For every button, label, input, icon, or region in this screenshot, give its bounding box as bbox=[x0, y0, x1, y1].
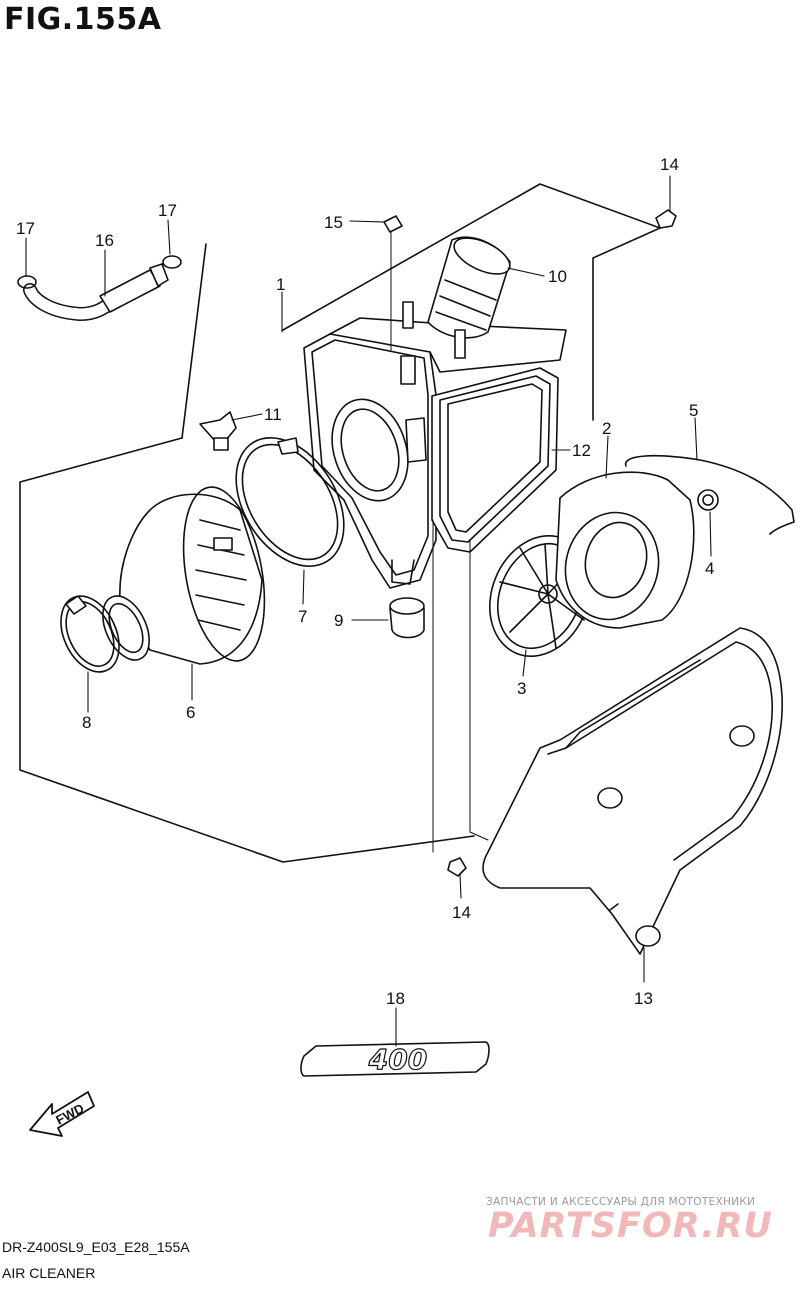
callout-16: 16 bbox=[95, 231, 114, 250]
callout-15: 15 bbox=[324, 213, 343, 232]
callout-2: 2 bbox=[602, 419, 611, 438]
drain-grommet bbox=[389, 597, 425, 639]
filter-element bbox=[555, 471, 695, 629]
filter-wire-clip bbox=[624, 454, 795, 535]
breather-fitting bbox=[199, 411, 237, 451]
figure-title: FIG.155A bbox=[4, 2, 162, 37]
callout-14-top: 14 bbox=[660, 155, 679, 174]
case-seal-frame bbox=[431, 367, 559, 553]
callout-13: 13 bbox=[634, 989, 653, 1008]
callout-6: 6 bbox=[186, 703, 195, 722]
emblem-400: 400 bbox=[300, 1041, 490, 1077]
callout-17-right: 17 bbox=[158, 201, 177, 220]
bolt-14-top bbox=[655, 209, 677, 229]
callout-5: 5 bbox=[689, 401, 698, 420]
callout-10: 10 bbox=[548, 267, 567, 286]
leader-lines bbox=[25, 175, 712, 1047]
fwd-text: FWD bbox=[53, 1100, 86, 1127]
screw-15 bbox=[383, 215, 466, 385]
duct-seal-ring bbox=[235, 437, 345, 567]
callout-labels: 1 2 3 4 5 6 7 8 9 10 11 12 13 14 14 15 1… bbox=[16, 155, 714, 1008]
bolt-14-bottom bbox=[447, 857, 467, 877]
callout-12: 12 bbox=[572, 441, 591, 460]
callout-9: 9 bbox=[334, 611, 343, 630]
assembly-frame-left bbox=[181, 243, 207, 439]
fwd-arrow-icon: FWD bbox=[29, 1091, 95, 1137]
assembly-frame-right bbox=[592, 227, 661, 421]
callout-3: 3 bbox=[517, 679, 526, 698]
washer bbox=[697, 489, 719, 511]
callout-8: 8 bbox=[82, 713, 91, 732]
callout-7: 7 bbox=[298, 607, 307, 626]
assembly-frame bbox=[19, 437, 475, 863]
air-cleaner-case bbox=[303, 317, 567, 589]
callout-1: 1 bbox=[276, 275, 285, 294]
callout-14-bottom: 14 bbox=[452, 903, 471, 922]
callout-11: 11 bbox=[264, 405, 282, 424]
callout-4: 4 bbox=[705, 559, 714, 578]
watermark-logo: PARTSFOR.RU bbox=[488, 1206, 773, 1246]
intake-boot bbox=[427, 236, 511, 339]
diagram-name: AIR CLEANER bbox=[2, 1265, 96, 1281]
watermark-tagline: ЗАПЧАСТИ И АКСЕССУАРЫ ДЛЯ МОТОТЕХНИКИ bbox=[486, 1196, 756, 1208]
hose-clamp-right bbox=[162, 255, 182, 269]
emblem-text: 400 bbox=[368, 1043, 427, 1076]
breather-hose bbox=[23, 263, 169, 321]
mount-line-right bbox=[469, 539, 489, 841]
assembly-frame-top bbox=[282, 183, 661, 331]
diagram-code: DR-Z400SL9_E03_E28_155A bbox=[2, 1239, 190, 1255]
hose-clamp-left bbox=[17, 275, 37, 289]
duct-clamp bbox=[60, 595, 120, 673]
callout-17-left: 17 bbox=[16, 219, 35, 238]
side-cover bbox=[482, 627, 783, 955]
callout-18: 18 bbox=[386, 989, 405, 1008]
washer-hole bbox=[702, 494, 714, 506]
